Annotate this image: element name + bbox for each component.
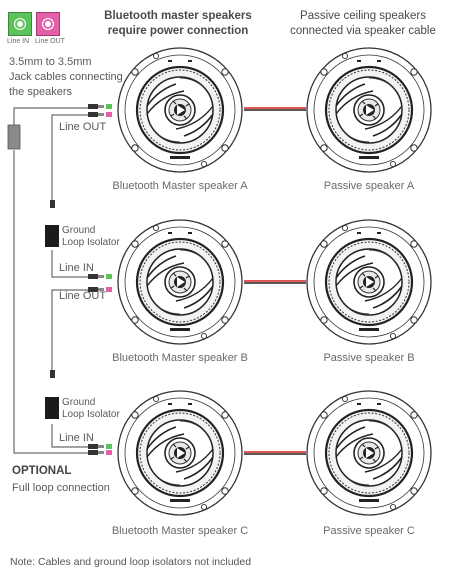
jack-plugs-a: [88, 104, 112, 117]
speaker-wire-c: [244, 451, 306, 455]
port-label-c-in: Line IN: [59, 432, 94, 444]
master-header: Bluetooth master speakers require power …: [98, 9, 258, 39]
caption-master-a: Bluetooth Master speaker A: [112, 180, 248, 192]
caption-passive-a: Passive speaker A: [323, 180, 415, 192]
jack-note-line-1: 3.5mm to 3.5mm: [9, 56, 92, 68]
passive-header-line-1: Passive ceiling speakers: [300, 10, 426, 22]
passive-header: Passive ceiling speakers connected via s…: [283, 9, 443, 39]
line-out-legend-label: Line OUT: [35, 38, 65, 45]
isolator-1-top-plug: [50, 200, 55, 208]
caption-passive-c: Passive speaker C: [323, 525, 415, 537]
speaker-wire-b: [244, 280, 306, 284]
line-out-port-icon: [42, 18, 54, 30]
jack-cables: [13, 107, 92, 454]
line-in-legend-label: Line IN: [7, 38, 30, 45]
ground-loop-isolator-1: [45, 225, 59, 247]
passive-speaker-c: [305, 389, 433, 517]
isolator-2-label-line-2: Loop Isolator: [62, 409, 120, 420]
passive-speaker-a: [305, 46, 433, 174]
optional-subtitle: Full loop connection: [12, 482, 110, 494]
line-in-port-icon: [14, 18, 26, 30]
line-out-legend-box: [36, 12, 60, 36]
jack-note-line-2: Jack cables connecting: [9, 71, 123, 83]
caption-master-c: Bluetooth Master speaker C: [111, 525, 249, 537]
isolator-2-top-plug: [50, 370, 55, 378]
port-label-a-out: Line OUT: [59, 121, 107, 133]
port-label-b-out: Line OUT: [59, 290, 107, 302]
isolator-2-label-line-1: Ground: [62, 397, 96, 408]
master-speaker-c: [116, 389, 244, 517]
speaker-wire-a: [244, 107, 306, 111]
master-speaker-b: [116, 218, 244, 346]
jack-plugs-c: [88, 444, 112, 455]
passive-speaker-b: [305, 218, 433, 346]
isolator-1-label-line-1: Ground: [62, 225, 96, 236]
port-label-b-in: Line IN: [59, 262, 94, 274]
passive-header-line-2: connected via speaker cable: [290, 25, 436, 37]
master-speaker-a: [116, 46, 244, 174]
line-in-legend-box: [8, 12, 32, 36]
footnote: Note: Cables and ground loop isolators n…: [10, 556, 252, 568]
isolator-2-label: Ground Loop Isolator: [62, 397, 120, 421]
ground-loop-isolator-2: [45, 397, 59, 419]
jack-note-line-3: the speakers: [9, 86, 72, 98]
optional-title: OPTIONAL: [12, 465, 72, 477]
isolator-1-label: Ground Loop Isolator: [62, 225, 120, 249]
optional-loop-connector: [7, 124, 21, 150]
master-header-line-1: Bluetooth master speakers: [104, 10, 252, 22]
jack-plugs-b: [88, 274, 112, 292]
caption-passive-b: Passive speaker B: [323, 352, 415, 364]
caption-master-b: Bluetooth Master speaker B: [112, 352, 248, 364]
master-header-line-2: require power connection: [107, 25, 249, 37]
isolator-1-label-line-2: Loop Isolator: [62, 237, 120, 248]
jack-cable-note: 3.5mm to 3.5mm Jack cables connecting th…: [9, 55, 123, 100]
